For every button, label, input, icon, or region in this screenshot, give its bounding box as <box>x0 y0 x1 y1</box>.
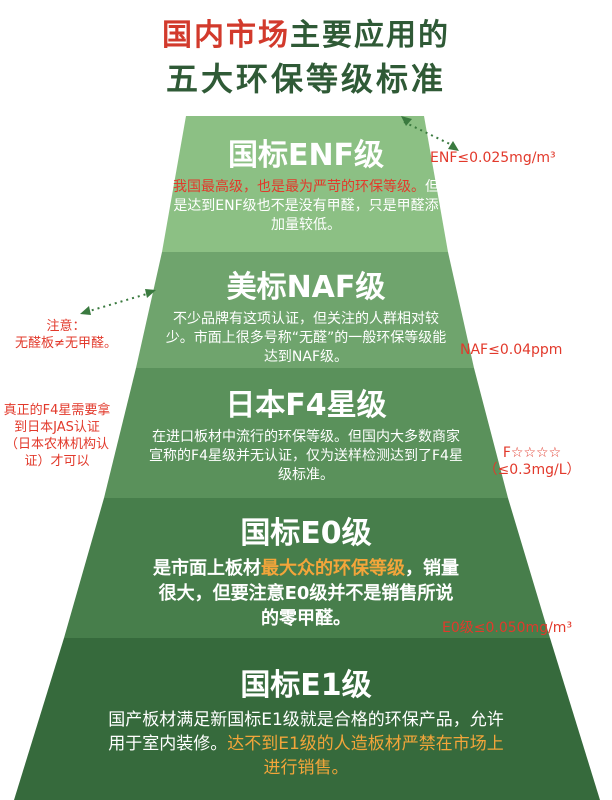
pointer-naf-head-right <box>145 289 156 298</box>
tier-e1-desc-text: 国产板材满足新国标E1级就是合格的环保产品，允许用于室内装修。 <box>108 710 504 754</box>
tier-enf <box>162 116 448 252</box>
tier-e1-desc: 国产板材满足新国标E1级就是合格的环保产品，允许用于室内装修。达不到E1级的人造… <box>106 708 506 780</box>
tier-f4-block: 日本F4星级 在进口板材中流行的环保等级。但国内大多数商家宣称的F4星级并无认证… <box>0 380 612 485</box>
page-title-line1: 国内市场主要应用的 <box>0 10 612 54</box>
tier-e0-desc: 是市面上板材最大众的环保等级，销量很大，但要注意E0级并不是销售所说的零甲醛。 <box>151 556 461 631</box>
note-f4-warning: 真正的F4星需要拿到日本JAS认证（日本农林机构认证）才可以 <box>3 403 111 469</box>
tier-enf-title: 国标ENF级 <box>227 138 385 173</box>
note-enf-limit: ENF≤0.025mg/m³ <box>430 150 556 166</box>
tier-e1-block: 国标E1级 国产板材满足新国标E1级就是合格的环保产品，允许用于室内装修。达不到… <box>0 660 612 780</box>
pointer-naf-head-left <box>80 306 91 315</box>
tier-enf-desc: 我国最高级，也是最为严苛的环保等级。但是达到ENF级也不是没有甲醛，只是甲醛添加… <box>171 178 441 235</box>
note-naf-warning: 注意： 无醛板≠无甲醛。 <box>15 319 117 351</box>
tier-f4-desc: 在进口板材中流行的环保等级。但国内大多数商家宣称的F4星级并无认证，仅为送样检测… <box>149 429 463 483</box>
tier-e0-title: 国标E0级 <box>240 516 372 551</box>
tier-enf-desc-red: 我国最高级，也是最为严苛的环保等级。 <box>173 179 425 195</box>
title-red-part: 国内市场 <box>162 18 290 53</box>
tier-e1 <box>14 638 600 800</box>
tier-naf-block: 美标NAF级 不少品牌有这项认证，但关注的人群相对较少。市面上很多号称“无醛”的… <box>0 262 612 367</box>
tier-enf-desc-text: 但是达到ENF级也不是没有甲醛，只是甲醛添加量较低。 <box>173 179 439 233</box>
tier-e0-block: 国标E0级 是市面上板材最大众的环保等级，销量很大，但要注意E0级并不是销售所说… <box>0 508 612 631</box>
note-naf-limit: NAF≤0.04ppm <box>460 342 563 358</box>
tier-e0 <box>64 498 550 638</box>
title-green-part: 主要应用的 <box>290 18 450 53</box>
tier-e0-desc-post: ，销量很大，但要注意E0级并不是销售所说的零甲醛。 <box>158 558 459 629</box>
page-title-line2: 五大环保等级标准 <box>165 60 446 98</box>
tier-e0-desc-highlight: 最大众的环保等级 <box>261 558 405 579</box>
tier-enf-block: 国标ENF级 我国最高级，也是最为严苛的环保等级。但是达到ENF级也不是没有甲醛… <box>0 130 612 235</box>
tier-naf-desc: 不少品牌有这项认证，但关注的人群相对较少。市面上很多号称“无醛”的一般环保等级能… <box>165 311 447 365</box>
tier-e0-desc-pre: 是市面上板材 <box>153 558 261 579</box>
tier-e1-title: 国标E1级 <box>240 668 372 703</box>
tier-e1-desc-highlight: 达不到E1级的人造板材严禁在市场上进行销售。 <box>227 734 504 778</box>
pointer-naf-arrow <box>85 292 151 313</box>
pointer-enf-head-right <box>448 141 459 151</box>
note-e0-limit: E0级≤0.050mg/m³ <box>442 620 573 636</box>
tier-naf <box>136 252 474 368</box>
tier-f4-title: 日本F4星级 <box>225 388 387 423</box>
pointer-enf-head-left <box>401 116 412 126</box>
tier-f4 <box>104 368 508 498</box>
note-f4-limit: F☆☆☆☆ （≤0.3mg/L） <box>483 445 581 478</box>
tier-naf-title: 美标NAF级 <box>226 270 386 305</box>
